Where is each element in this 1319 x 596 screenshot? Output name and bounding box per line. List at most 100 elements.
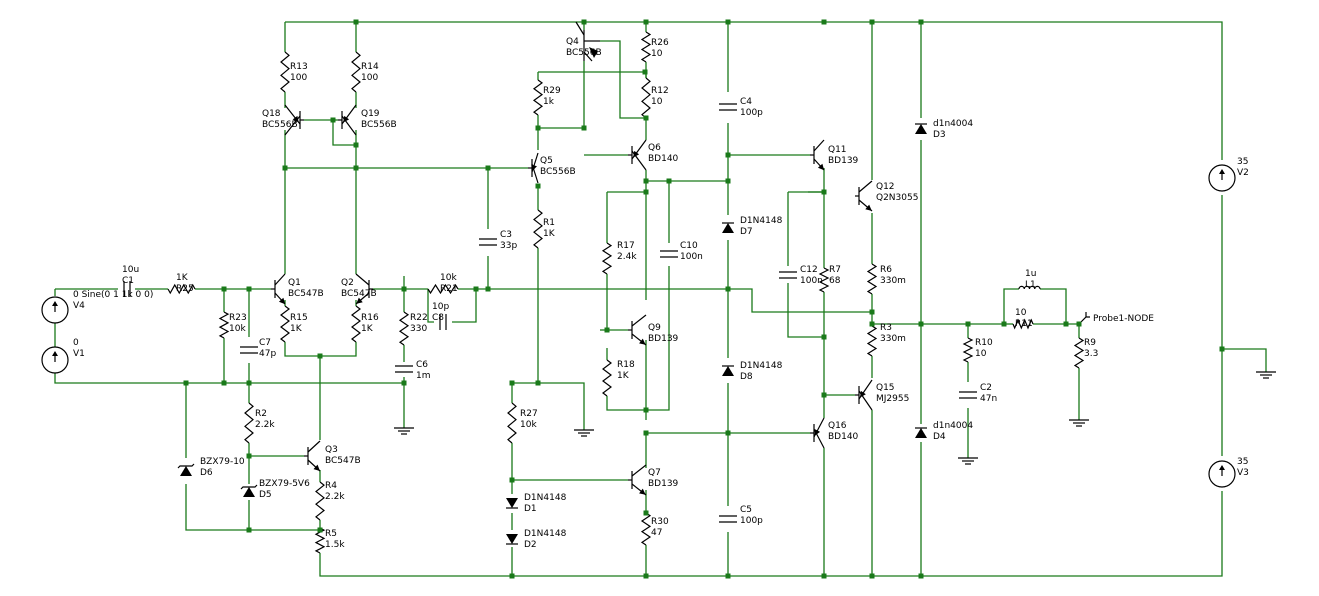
label-q1-0: Q1 (288, 278, 301, 288)
label-r2-1: 2.2k (255, 420, 275, 430)
label-d2-1: D2 (524, 540, 537, 550)
label-v1-1: V1 (73, 349, 85, 359)
label-r7-1: 68 (829, 276, 841, 286)
label-q2-0: Q2 (341, 278, 354, 288)
label-c6-0: C6 (416, 360, 428, 370)
label-r26-0: R26 (651, 38, 669, 48)
label-q19-0: Q19 (361, 109, 380, 119)
label-l1-1: L1 (1025, 280, 1036, 290)
label-r16-0: R16 (361, 313, 379, 323)
label-d6-0: BZX79-10 (200, 457, 245, 467)
label-c3-0: C3 (500, 230, 512, 240)
label-r22-0: R22 (410, 313, 428, 323)
label-r21-0: 10k (440, 273, 457, 283)
label-r7-0: R7 (829, 265, 841, 275)
label-v2-1: V2 (1237, 168, 1249, 178)
label-r5-0: R5 (325, 529, 337, 539)
label-r13-0: R13 (290, 62, 308, 72)
label-q6-1: BD140 (648, 154, 679, 164)
label-r30-1: 47 (651, 528, 662, 538)
label-d5-1: D5 (259, 490, 272, 500)
label-r29-1: 1k (543, 97, 555, 107)
label-r23-1: 10k (229, 324, 246, 334)
junctions (183, 19, 1225, 579)
label-q5-1: BC556B (540, 167, 576, 177)
label-r10-0: R10 (975, 338, 993, 348)
label-r9-0: R9 (1084, 338, 1096, 348)
label-r14-1: 100 (361, 73, 378, 83)
label-d8-1: D8 (740, 372, 753, 382)
label-l1-0: 1u (1025, 269, 1036, 279)
label-q11-1: BD139 (828, 156, 859, 166)
label-c10-0: C10 (680, 241, 698, 251)
label-r26-1: 10 (651, 49, 663, 59)
label-r6-0: R6 (880, 265, 892, 275)
label-r11-1: R11 (1015, 319, 1033, 329)
components (41, 21, 1276, 554)
label-r25-0: 1K (176, 273, 189, 283)
label-d4-1: D4 (933, 432, 946, 442)
label-r22-1: 330 (410, 324, 427, 334)
label-q1-1: BC547B (288, 289, 324, 299)
label-d1-1: D1 (524, 504, 537, 514)
label-d6-1: D6 (200, 468, 213, 478)
label-r17-1: 2.4k (617, 252, 637, 262)
label-q4-0: Q4 (566, 37, 579, 47)
label-d7-0: D1N4148 (740, 216, 783, 226)
label-probe-0: Probe1-NODE (1093, 314, 1154, 324)
label-q7-0: Q7 (648, 468, 661, 478)
label-c4-0: C4 (740, 97, 752, 107)
label-d4-0: d1n4004 (933, 421, 973, 431)
label-v3-1: V3 (1237, 468, 1249, 478)
label-c7-0: C7 (259, 338, 271, 348)
label-d3-1: D3 (933, 130, 946, 140)
label-q16-0: Q16 (828, 421, 847, 431)
label-q9-0: Q9 (648, 323, 661, 333)
label-r11-0: 10 (1015, 308, 1027, 318)
label-r21-1: R21 (440, 284, 458, 294)
label-r15-0: R15 (290, 313, 308, 323)
label-c12-0: C12 (800, 265, 818, 275)
label-r12-1: 10 (651, 97, 663, 107)
label-r16-1: 1K (361, 324, 374, 334)
label-r27-0: R27 (520, 409, 538, 419)
label-r23-0: R23 (229, 313, 247, 323)
label-q15-0: Q15 (876, 383, 895, 393)
label-r1-0: R1 (543, 218, 555, 228)
label-q16-1: BD140 (828, 432, 859, 442)
label-c12-1: 100n (800, 276, 823, 286)
label-r25-1: R25 (176, 284, 194, 294)
label-q4-1: BC556B (566, 48, 602, 58)
label-q18-1: BC556B (262, 120, 298, 130)
wires (54, 21, 1267, 577)
label-r3-1: 330m (880, 334, 906, 344)
label-c2-1: 47n (980, 394, 997, 404)
label-q9-1: BD139 (648, 334, 679, 344)
label-r3-0: R3 (880, 323, 892, 333)
labels: R13100R14100Q18BC556BQ19BC556BQ4BC556BR2… (73, 37, 1249, 550)
label-r12-0: R12 (651, 86, 669, 96)
label-q3-1: BC547B (325, 456, 361, 466)
label-d2-0: D1N4148 (524, 529, 567, 539)
label-v2-0: 35 (1237, 157, 1248, 167)
label-r27-1: 10k (520, 420, 537, 430)
label-d5-0: BZX79-5V6 (259, 479, 310, 489)
label-r30-0: R30 (651, 517, 669, 527)
label-r2-0: R2 (255, 409, 267, 419)
label-d8-0: D1N4148 (740, 361, 783, 371)
label-r14-0: R14 (361, 62, 379, 72)
label-v4-1: V4 (73, 301, 85, 311)
label-r18-1: 1K (617, 371, 630, 381)
label-c8-1: C8 (432, 313, 444, 323)
label-q18-0: Q18 (262, 109, 281, 119)
label-r5-1: 1.5k (325, 540, 345, 550)
label-c7-1: 47p (259, 349, 276, 359)
label-r9-1: 3.3 (1084, 349, 1098, 359)
label-q12-0: Q12 (876, 182, 895, 192)
label-c1-0: 10u (122, 265, 139, 275)
label-q3-0: Q3 (325, 445, 338, 455)
label-c2-0: C2 (980, 383, 992, 393)
label-r29-0: R29 (543, 86, 561, 96)
label-c8-0: 10p (432, 302, 449, 312)
